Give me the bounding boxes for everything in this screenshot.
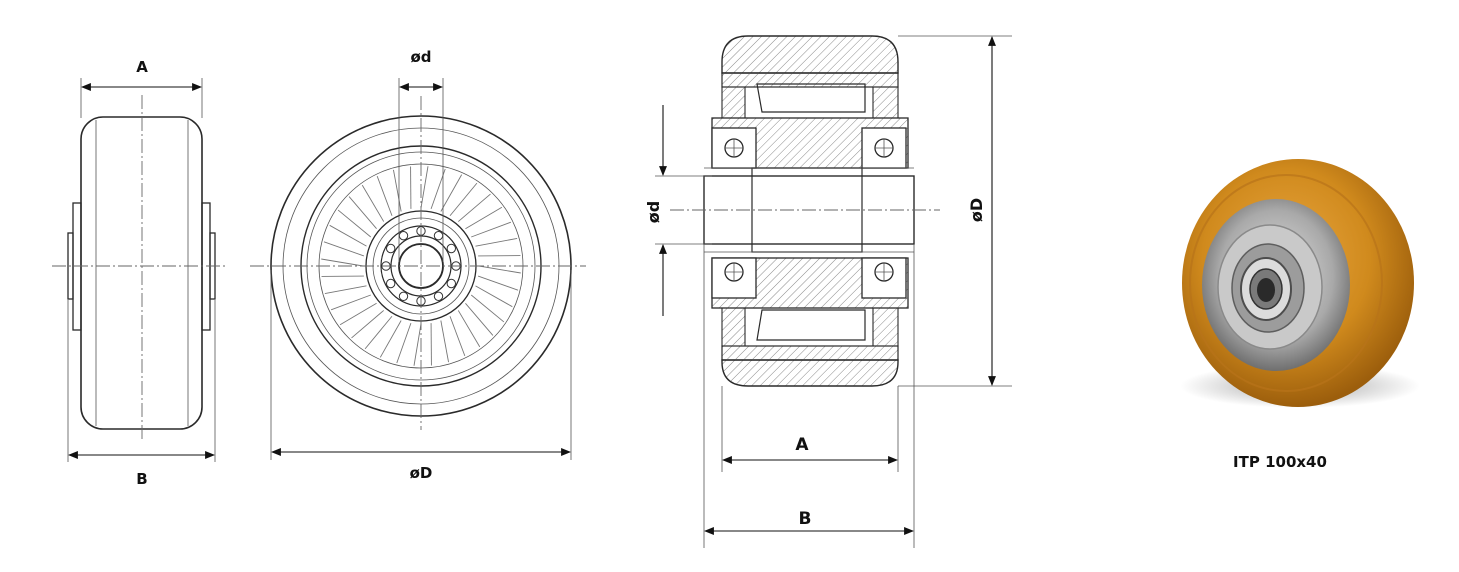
front-view-spoke-line <box>457 310 481 348</box>
front-view-spoke-line <box>329 224 367 247</box>
front-view-bearing-ball <box>385 243 396 254</box>
section-view-label-b: B <box>799 509 812 529</box>
front-view-label-bore: ød <box>410 48 431 66</box>
front-view-spoke-line <box>478 265 521 274</box>
front-view-spoke-line <box>324 285 367 294</box>
product-photo: ITP 100x40 <box>1180 159 1420 471</box>
front-view-bearing-ball <box>398 291 409 302</box>
front-view-spoke-line <box>393 169 402 212</box>
front-view-bearing-ball <box>385 278 396 289</box>
side-view-tread <box>80 116 203 430</box>
section-view-label-a: A <box>795 435 809 455</box>
front-view-spoke-line <box>457 193 491 222</box>
front-view-spoke-line <box>475 285 513 308</box>
front-view-spoke-line <box>396 322 412 364</box>
front-view-spoke-line <box>471 221 512 238</box>
front-view-bearing-ball <box>446 243 457 254</box>
side-view: A B <box>52 58 228 488</box>
front-view-spoke-line <box>351 310 385 339</box>
front-view-spoke-line <box>475 238 518 247</box>
front-view-spoke-line <box>339 302 377 326</box>
front-view-spoke-line <box>348 196 377 230</box>
front-view-spoke-line <box>376 175 393 216</box>
section-view-label-diameter: øD <box>967 198 986 222</box>
front-view: ød øD <box>250 48 586 482</box>
front-view-spoke-line <box>379 320 402 358</box>
side-view-hub-right <box>201 202 211 331</box>
side-view-hub-left <box>72 202 82 331</box>
front-view-spoke-line <box>440 174 463 212</box>
front-view-spoke-line <box>364 315 393 350</box>
front-view-bearing-ball <box>398 230 409 241</box>
front-view-spoke-line <box>337 209 372 238</box>
front-view-spoke-line <box>449 316 466 357</box>
front-view-spokes <box>321 166 521 366</box>
front-view-spoke-line <box>465 302 494 336</box>
front-view-spoke-line <box>440 320 449 363</box>
front-view-spoke-line <box>465 206 503 230</box>
section-view-label-bore: ød <box>644 201 663 223</box>
side-view-label-a: A <box>136 58 148 76</box>
product-photo-bore <box>1257 278 1275 302</box>
front-view-spoke-line <box>449 182 478 217</box>
front-view-spoke-line <box>420 166 429 209</box>
section-view-tread-bottom <box>721 359 899 387</box>
front-view-spoke-line <box>330 294 371 311</box>
section-view-tread-top <box>721 35 899 74</box>
front-view-bearing-ball <box>446 278 457 289</box>
section-view: ød øD A B <box>644 35 1012 548</box>
front-view-spoke-line <box>323 241 365 257</box>
front-view-bearing-ball <box>433 230 444 241</box>
front-view-spoke-line <box>361 184 385 222</box>
front-view-spoke-line <box>413 323 422 366</box>
product-caption: ITP 100x40 <box>1233 453 1327 471</box>
side-view-label-b: B <box>136 470 147 488</box>
front-view-label-diameter: øD <box>410 464 433 482</box>
front-view-spoke-line <box>470 294 505 323</box>
front-view-spoke-line <box>477 275 519 291</box>
front-view-spoke-line <box>321 258 364 267</box>
front-view-bearing-ball <box>433 291 444 302</box>
